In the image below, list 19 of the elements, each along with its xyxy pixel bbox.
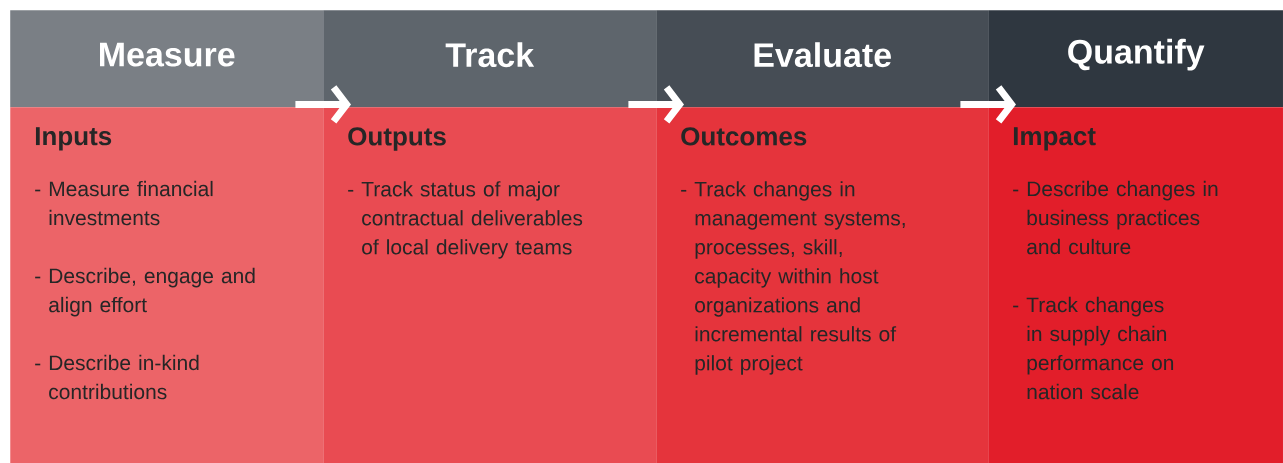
column-panel <box>656 107 989 463</box>
panel-heading: Impact <box>1013 127 1096 151</box>
header-band: Measure <box>10 10 324 108</box>
header-band: Evaluate <box>656 10 989 108</box>
panel-heading: Outcomes <box>681 127 807 146</box>
bullet-text: - Describe, engage and align effort <box>35 267 255 317</box>
bullet-text: - Track status of major contractual deliverables of local delivery teams <box>348 181 583 259</box>
column-panel <box>988 107 1283 463</box>
bullet-text: - Describe in-kind contributions <box>35 354 199 400</box>
bullet-text: - Track changes in supply chain performance on nation scale <box>1013 296 1174 400</box>
panel-heading: Inputs <box>35 127 112 151</box>
header-band: Quantify <box>988 10 1283 108</box>
header-band: Track <box>323 10 657 108</box>
column-panel <box>10 107 324 463</box>
column-panel <box>323 107 657 463</box>
bullet-text: - Measure financial investments <box>35 180 213 226</box>
bullet-text: - Describe changes in business practices and culture <box>1013 180 1218 255</box>
panel-heading: Outputs <box>348 127 446 151</box>
bullet-text: - Track changes in management systems, processes, skill, capacity within host organizations and incremental results of pilot project <box>681 181 905 375</box>
